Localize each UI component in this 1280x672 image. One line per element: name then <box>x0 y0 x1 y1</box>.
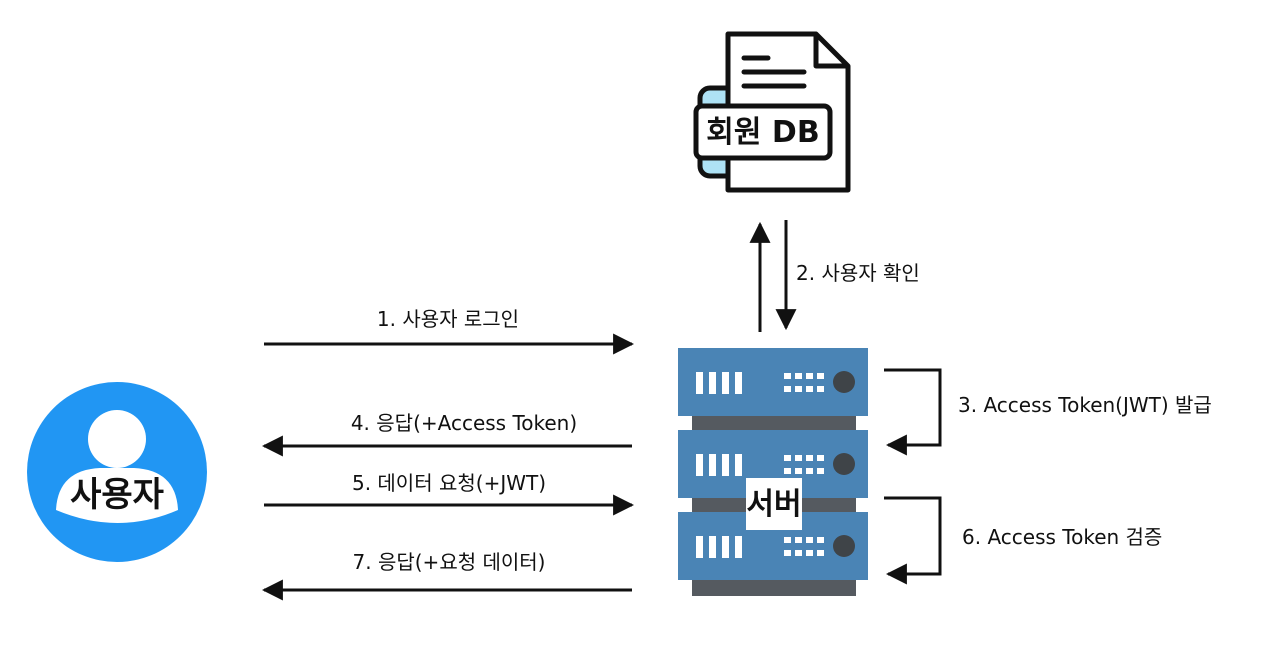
vent-dot <box>817 386 824 392</box>
vent-dot <box>806 386 813 392</box>
step-data-request-label: 5. 데이터 요청(+JWT) <box>352 471 546 495</box>
vent-dot <box>817 373 824 379</box>
step-response-data-label: 7. 응답(+요청 데이터) <box>353 550 546 574</box>
drive-slot <box>709 454 716 476</box>
vent-dot <box>784 550 791 556</box>
step-verify-label: 2. 사용자 확인 <box>796 261 920 285</box>
vent-dot <box>806 455 813 461</box>
vent-dot <box>795 373 802 379</box>
step-login-label: 1. 사용자 로그인 <box>377 307 519 331</box>
server-label-box <box>746 478 802 530</box>
vent-dot <box>795 455 802 461</box>
drive-slot <box>696 536 703 558</box>
vent-dot <box>795 537 802 543</box>
power-button <box>833 453 855 475</box>
vent-dot <box>784 386 791 392</box>
drive-slot <box>696 372 703 394</box>
power-button <box>833 535 855 557</box>
vent-dot <box>784 455 791 461</box>
drive-slot <box>722 372 729 394</box>
db-label: 회원 DB <box>706 115 819 150</box>
server-label: 서버 <box>746 487 801 522</box>
drive-slot <box>709 536 716 558</box>
vent-dot <box>784 537 791 543</box>
vent-dot <box>806 550 813 556</box>
drive-slot <box>735 372 742 394</box>
drive-slot <box>722 454 729 476</box>
drive-slot <box>722 536 729 558</box>
drive-slot <box>709 372 716 394</box>
vent-dot <box>817 455 824 461</box>
user-label: 사용자 <box>70 475 164 515</box>
user-avatar <box>27 382 207 562</box>
vent-dot <box>784 468 791 474</box>
drive-slot <box>735 536 742 558</box>
drive-slot <box>735 454 742 476</box>
vent-dot <box>817 468 824 474</box>
server-icon <box>678 348 868 596</box>
vent-dot <box>784 373 791 379</box>
vent-dot <box>795 386 802 392</box>
vent-dot <box>806 468 813 474</box>
issue-token-loop-arrow <box>884 368 942 456</box>
db-document-icon <box>693 31 851 193</box>
step-validate-label: 6. Access Token 검증 <box>962 525 1162 549</box>
validate-token-loop-arrow <box>884 496 942 585</box>
power-button <box>833 371 855 393</box>
vent-dot <box>806 373 813 379</box>
vent-dot <box>795 468 802 474</box>
step-response-token-label: 4. 응답(+Access Token) <box>351 411 577 435</box>
step-issue-label: 3. Access Token(JWT) 발급 <box>958 393 1212 417</box>
vent-dot <box>817 537 824 543</box>
vent-dot <box>795 550 802 556</box>
drive-slot <box>696 454 703 476</box>
vent-dot <box>817 550 824 556</box>
vent-dot <box>806 537 813 543</box>
